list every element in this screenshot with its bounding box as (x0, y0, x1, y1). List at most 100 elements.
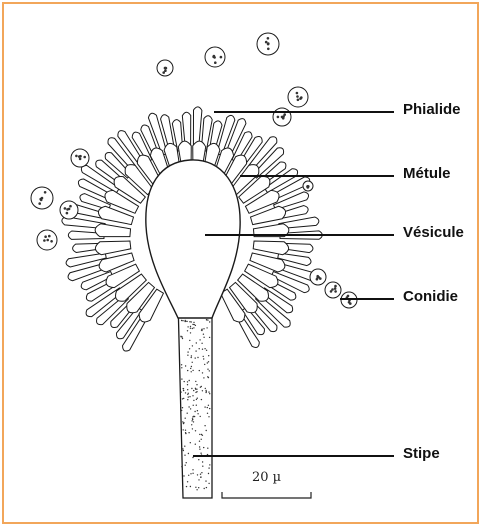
stipple-dot (195, 357, 196, 358)
stipple-dot (184, 446, 185, 447)
stipple-dot (209, 393, 210, 394)
stipple-dot (180, 391, 181, 392)
stipple-dot (196, 399, 197, 400)
stipple-dot (186, 462, 187, 463)
stipple-dot (200, 453, 201, 454)
stipple-dot (208, 467, 209, 468)
stipple-dot (202, 349, 203, 350)
stipple-dot (183, 390, 184, 391)
scale-bar (222, 492, 311, 498)
stipple-dot (192, 418, 193, 419)
stipple-dot (186, 321, 187, 322)
stipple-dot (198, 487, 199, 488)
stipple-dot (191, 355, 192, 356)
stipple-dot (201, 329, 202, 330)
stipple-dot (183, 398, 184, 399)
conidium-texture (44, 191, 47, 194)
stipple-dot (201, 434, 202, 435)
stipple-dot (184, 381, 185, 382)
stipple-dot (187, 481, 188, 482)
stipple-dot (201, 386, 202, 387)
stipple-dot (196, 384, 197, 385)
stipple-dot (198, 479, 199, 480)
conidium-texture (69, 205, 72, 208)
stipple-dot (208, 416, 209, 417)
stipple-dot (209, 321, 210, 322)
stipple-dot (197, 398, 198, 399)
stipple-dot (181, 367, 182, 368)
stipple-dot (203, 358, 204, 359)
stipple-dot (204, 425, 205, 426)
conidium-texture (282, 117, 285, 120)
stipple-dot (192, 428, 193, 429)
conidium-texture (75, 155, 78, 158)
stipple-dot (185, 465, 186, 466)
stipple-dot (192, 370, 193, 371)
stipple-dot (193, 400, 194, 401)
stipple-dot (200, 474, 201, 475)
stipple-dot (203, 334, 204, 335)
stipple-dot (201, 343, 202, 344)
stipple-dot (182, 398, 183, 399)
stipple-dot (199, 434, 200, 435)
stipple-dot (209, 370, 210, 371)
stipple-dot (190, 328, 191, 329)
stipple-dot (205, 392, 206, 393)
conidium-texture (164, 69, 167, 72)
stipple-dot (204, 488, 205, 489)
stipple-dot (205, 480, 206, 481)
conidium-texture (334, 287, 337, 290)
stipple-dot (202, 372, 203, 373)
stipple-dot (191, 357, 192, 358)
stipple-dot (183, 388, 184, 389)
metule-cell (253, 241, 288, 255)
stipple-dot (196, 489, 197, 490)
stipple-dot (207, 448, 208, 449)
conidium-texture (50, 240, 53, 243)
stipple-dot (200, 476, 201, 477)
stipple-dot (197, 413, 198, 414)
metule-cell (95, 224, 130, 237)
stipple-dot (209, 408, 210, 409)
stipple-dot (185, 430, 186, 431)
stipple-dot (191, 420, 192, 421)
label-phialide: Phialide (403, 101, 461, 118)
stipple-dot (206, 327, 207, 328)
stipple-dot (203, 447, 204, 448)
stipple-dot (183, 450, 184, 451)
stipple-dot (182, 407, 183, 408)
stipple-dot (199, 339, 200, 340)
conidium-texture (66, 208, 69, 211)
stipple-dot (206, 487, 207, 488)
conidium-texture (307, 186, 310, 189)
conidium-texture (297, 99, 300, 102)
stipple-dot (192, 324, 193, 325)
stipple-dot (191, 424, 192, 425)
conidium-texture (267, 43, 270, 46)
stipple-dot (185, 418, 186, 419)
conidium-texture (331, 288, 334, 291)
stipple-dot (203, 377, 204, 378)
stipple-dot (183, 429, 184, 430)
stipple-dot (208, 405, 209, 406)
stipple-dot (206, 430, 207, 431)
conidium-texture (300, 96, 303, 99)
stipple-dot (187, 413, 188, 414)
stipple-dot (202, 390, 203, 391)
stipple-dot (194, 324, 195, 325)
stipple-dot (181, 466, 182, 467)
stipple-dot (194, 411, 195, 412)
stipple-dot (191, 321, 192, 322)
stipple-dot (182, 320, 183, 321)
stipple-dot (201, 399, 202, 400)
stipple-dot (187, 384, 188, 385)
stipple-dot (181, 378, 182, 379)
stipple-dot (188, 393, 189, 394)
stipple-dot (203, 356, 204, 357)
stipple-dot (199, 370, 200, 371)
stipple-dot (187, 351, 188, 352)
stipple-dot (207, 376, 208, 377)
conidium-texture (267, 48, 270, 51)
scale-bar-label: 20 µ (252, 470, 281, 485)
stipple-dot (205, 388, 206, 389)
